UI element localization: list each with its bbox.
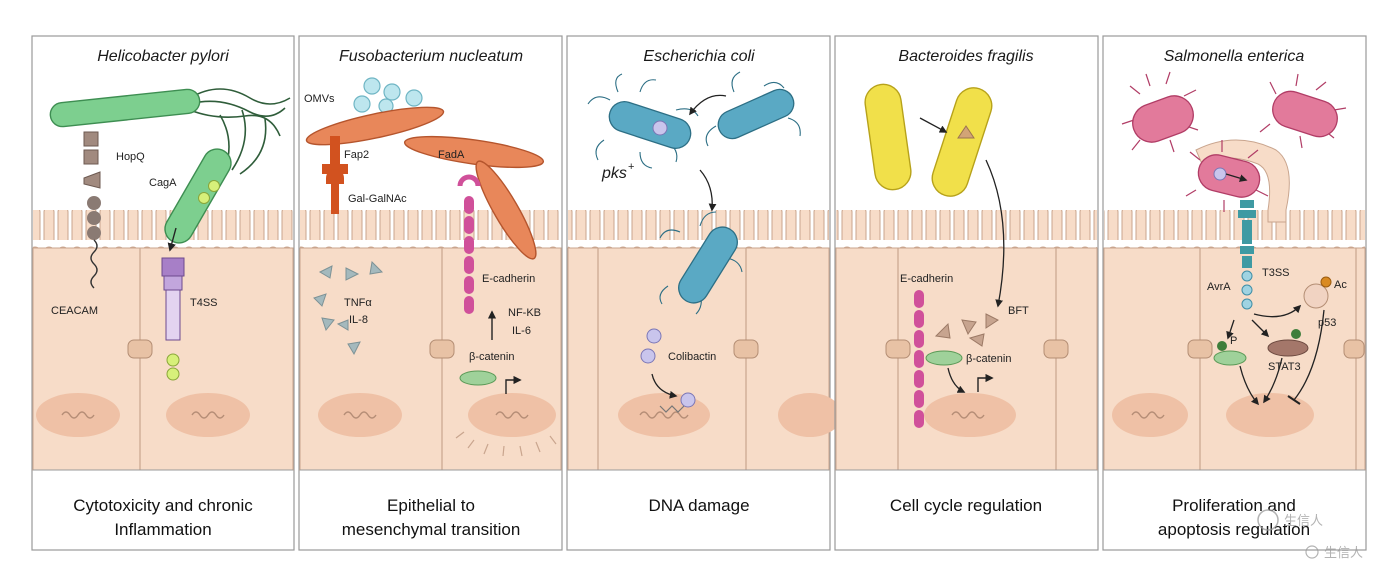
caption-line-1: Cell cycle regulation (890, 496, 1042, 515)
e-cadherin (464, 196, 474, 314)
label-fada: FadA (438, 149, 465, 161)
salmonella-bacterium (1132, 95, 1194, 143)
stat3 (1267, 339, 1309, 357)
label-il6: IL-6 (512, 325, 531, 337)
label-avra: AvrA (1207, 281, 1231, 293)
ecoli-bacterium (608, 101, 692, 149)
label-ceacam: CEACAM (51, 305, 98, 317)
caption-line-1: Proliferation and (1172, 496, 1296, 515)
label-pks-plus: + (628, 161, 634, 173)
hpylori-bacterium (49, 88, 201, 128)
panel-title: Salmonella enterica (1164, 48, 1305, 65)
bfragilis-bacterium (864, 83, 912, 191)
salmonella-bacterium (1197, 154, 1261, 198)
label-caga: CagA (149, 177, 177, 189)
beta-catenin (1213, 350, 1247, 366)
fusobacterium (403, 135, 545, 169)
flagella (1121, 71, 1347, 212)
caption-line-1: DNA damage (648, 496, 749, 515)
t4ss (161, 257, 185, 277)
nucleus-rays (455, 431, 557, 457)
caption-line-1: Epithelial to (387, 496, 475, 515)
bft-toxin (934, 313, 999, 347)
ecoli-bacterium (717, 88, 795, 140)
membrane-ruffle (1195, 139, 1290, 223)
nucleus (924, 393, 1016, 437)
wechat-icon (1257, 509, 1279, 531)
panel-fusobacterium-nucleatum: Fusobacterium nucleatum OMVs Fap2 Gal-Ga… (298, 35, 563, 551)
label-e-cadherin: E-cadherin (900, 273, 953, 285)
label-e-cadherin: E-cadherin (482, 273, 535, 285)
label-tnfa: TNFα (344, 297, 372, 309)
label-p53: p53 (1318, 317, 1336, 329)
fusobacterium (305, 106, 445, 146)
microvilli (33, 210, 293, 250)
panel-title: Helicobacter pylori (97, 48, 229, 65)
t3ss (1240, 200, 1254, 208)
microvilli (836, 210, 1097, 250)
omvs (353, 77, 423, 114)
tight-junction (127, 339, 153, 359)
label-colibactin: Colibactin (668, 351, 716, 363)
tight-junction (1187, 339, 1213, 359)
panel-title: Bacteroides fragilis (898, 48, 1033, 65)
beta-catenin (925, 350, 963, 366)
ceacam (87, 196, 101, 210)
panel-escherichia-coli: Escherichia coli pks + Colibactin DNA da… (566, 35, 842, 551)
beta-catenin (459, 370, 497, 386)
tight-junction (1343, 339, 1365, 359)
label-nf-kb: NF-KB (508, 307, 541, 319)
tight-junction (1043, 339, 1069, 359)
panel-helicobacter-pylori: Helicobacter pylori HopQ CagA CEACAM T4S… (31, 35, 295, 551)
panel-bacteroides-fragilis: Bacteroides fragilis E-cadherin BFT β-ca… (834, 35, 1099, 551)
panel-salmonella-enterica: Salmonella enterica T3SS AvrA Ac p53 P S… (1102, 35, 1367, 551)
panel-title: Fusobacterium nucleatum (339, 48, 523, 65)
label-stat3: STAT3 (1268, 361, 1301, 373)
watermark-small: 生信人 (1324, 546, 1363, 561)
label-hopq: HopQ (116, 151, 145, 163)
caption-line-2: apoptosis regulation (1158, 520, 1310, 539)
caption-line-1: Cytotoxicity and chronic (73, 496, 253, 515)
ecoli-bacterium (678, 226, 738, 304)
label-bft: BFT (1008, 305, 1029, 317)
p53 (1303, 283, 1329, 309)
tnf-il8-cytokines (313, 260, 384, 356)
label-p: P (1230, 335, 1237, 347)
tight-junction (733, 339, 759, 359)
hopq-receptor (83, 131, 99, 147)
nucleus (778, 393, 842, 437)
e-cadherin (914, 290, 924, 428)
label-ac: Ac (1334, 279, 1347, 291)
nucleus (1112, 393, 1188, 437)
caption-line-2: Inflammation (114, 520, 211, 539)
bfragilis-bacterium (931, 87, 993, 197)
microvilli (1104, 210, 1365, 250)
watermark: 生信人 生信人 (1257, 509, 1363, 561)
label-t4ss: T4SS (190, 297, 218, 309)
fusobacterium (475, 160, 537, 260)
colibactin (646, 328, 662, 344)
tight-junction (429, 339, 455, 359)
label-beta-catenin: β-catenin (469, 351, 514, 363)
label-fap2: Fap2 (344, 149, 369, 161)
acetyl-group (1320, 276, 1332, 288)
watermark-text: 生信人 (1284, 514, 1323, 529)
tight-junction (885, 339, 911, 359)
label-beta-catenin: β-catenin (966, 353, 1011, 365)
label-gal-galnac: Gal-GalNAc (348, 193, 407, 205)
salmonella-bacterium (1272, 90, 1338, 138)
caption-line-2: mesenchymal transition (342, 520, 521, 539)
label-il8: IL-8 (349, 314, 368, 326)
microvilli (568, 210, 829, 250)
panel-title: Escherichia coli (643, 48, 755, 65)
fap2 (330, 136, 340, 164)
nucleus (1226, 393, 1314, 437)
label-t3ss: T3SS (1262, 267, 1290, 279)
label-pks: pks (601, 165, 627, 182)
label-omvs: OMVs (304, 93, 335, 105)
